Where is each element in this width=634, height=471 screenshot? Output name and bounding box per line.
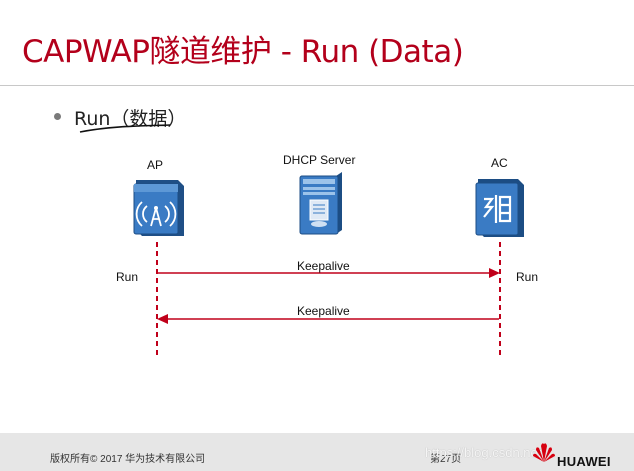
ap-state-label: Run: [116, 270, 139, 284]
keepalive-label-1: Keepalive: [297, 259, 350, 273]
keepalive-label-2: Keepalive: [297, 304, 350, 318]
keepalive-arrow-ac-to-ap: [157, 314, 499, 324]
huawei-logo-icon: [533, 443, 555, 462]
watermark-text: https://blog.csdn.net/...: [425, 445, 556, 460]
dhcp-server-icon: [299, 172, 342, 235]
bullet-icon: [54, 113, 61, 120]
access-point-icon: [133, 180, 184, 236]
footer-bar: [0, 433, 634, 471]
copyright-text: 版权所有© 2017 华为技术有限公司: [50, 454, 206, 465]
page-number: 第27页: [430, 454, 462, 465]
slide-title: CAPWAP隧道维护 - Run (Data): [22, 34, 464, 70]
dhcp-server-label: DHCP Server: [283, 153, 356, 167]
ac-label: AC: [491, 156, 508, 170]
huawei-brand-text: HUAWEI: [557, 454, 611, 469]
title-divider: [0, 85, 634, 86]
bullet-text: Run（数据）: [74, 108, 187, 130]
access-controller-icon: [475, 179, 524, 237]
ac-state-label: Run: [516, 270, 539, 284]
ap-label: AP: [147, 158, 164, 172]
keepalive-arrow-ap-to-ac: [158, 268, 500, 278]
